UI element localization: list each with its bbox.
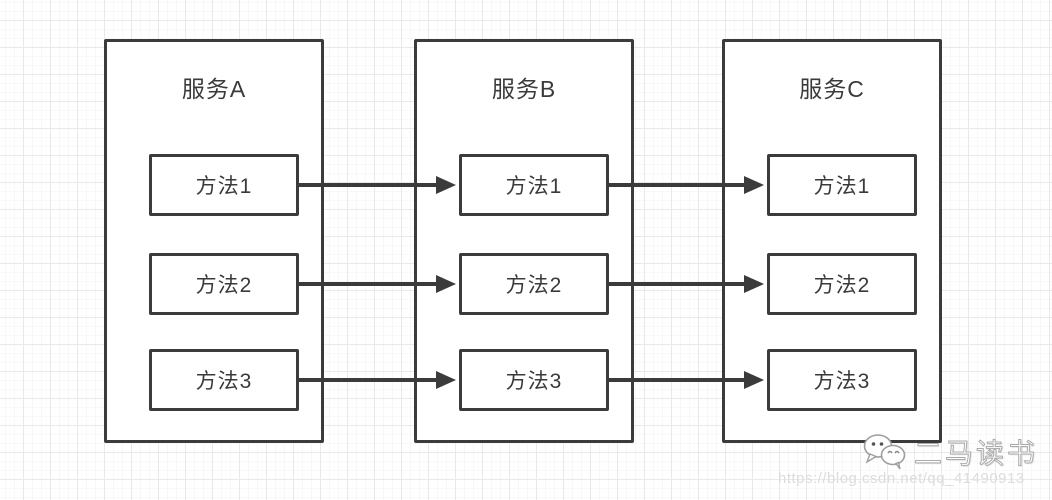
arrow-b3-to-c3	[606, 371, 764, 389]
method-box-a3: 方法3	[149, 349, 299, 411]
arrow-shaft	[296, 183, 440, 187]
method-box-c1: 方法1	[767, 154, 917, 216]
service-title: 服务C	[799, 76, 865, 102]
arrow-shaft	[606, 183, 748, 187]
service-title: 服务A	[181, 76, 247, 102]
method-box-b3: 方法3	[459, 349, 609, 411]
watermark-brand: 二马读书	[913, 438, 1039, 470]
arrowhead-icon	[436, 275, 456, 293]
watermark-url: https://blog.csdn.net/qq_41490913	[778, 470, 1025, 487]
arrow-a3-to-b3	[296, 371, 456, 389]
arrow-shaft	[296, 378, 440, 382]
method-box-a2: 方法2	[149, 253, 299, 315]
arrowhead-icon	[436, 371, 456, 389]
method-box-b2: 方法2	[459, 253, 609, 315]
arrow-shaft	[606, 378, 748, 382]
arrow-b2-to-c2	[606, 275, 764, 293]
arrow-b1-to-c1	[606, 176, 764, 194]
arrowhead-icon	[744, 371, 764, 389]
method-box-c2: 方法2	[767, 253, 917, 315]
arrowhead-icon	[744, 275, 764, 293]
service-title: 服务B	[491, 76, 557, 102]
arrow-shaft	[296, 282, 440, 286]
arrowhead-icon	[744, 176, 764, 194]
watermark: 二马读书	[862, 432, 1038, 472]
method-box-b1: 方法1	[459, 154, 609, 216]
arrow-a2-to-b2	[296, 275, 456, 293]
arrow-a1-to-b1	[296, 176, 456, 194]
method-box-c3: 方法3	[767, 349, 917, 411]
method-box-a1: 方法1	[149, 154, 299, 216]
arrow-shaft	[606, 282, 748, 286]
arrowhead-icon	[436, 176, 456, 194]
service-box-a: 服务A 方法1 方法2 方法3	[104, 39, 324, 443]
chat-bubbles-icon	[863, 434, 906, 470]
